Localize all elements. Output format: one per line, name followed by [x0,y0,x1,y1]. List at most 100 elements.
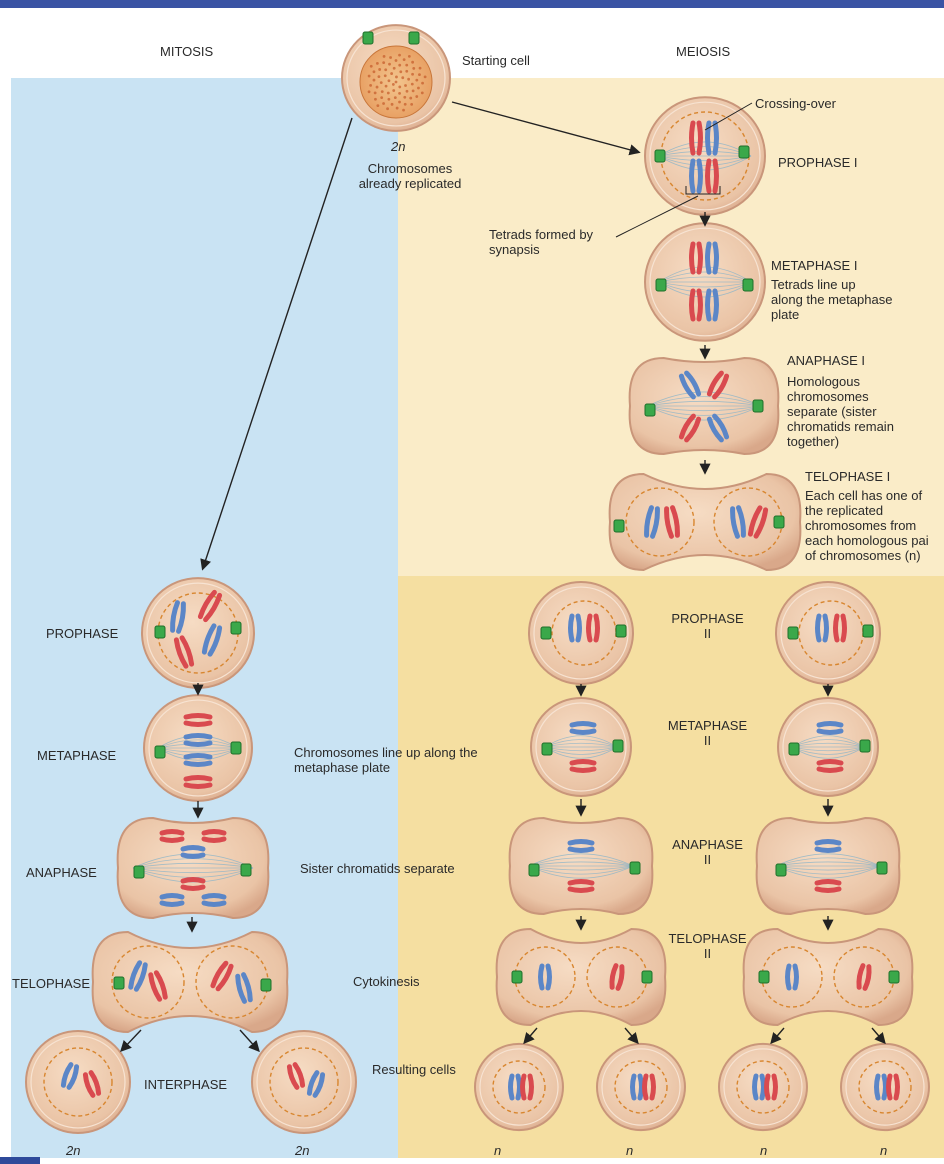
metaphase-ii-label: METAPHASE II [655,718,760,748]
anaphase-ii-label: ANAPHASE II [655,837,760,867]
mitosis-ploidy-right: 2n [295,1143,309,1158]
meiosis-ploidy-4: n [880,1143,887,1158]
crossing-over-label: Crossing-over [755,96,836,111]
metaphase-i-label: METAPHASE I [771,258,857,273]
metaphase-ii-centrosome-left-a [542,743,552,755]
mitosis-anaphase-centrosome-left [134,866,144,878]
anaphase-ii-centrosome-left-b [776,864,786,876]
metaphase-ii-cell-a [531,698,631,796]
mitosis-metaphase-centrosome-left [155,746,165,758]
meiosis-ploidy-2: n [626,1143,633,1158]
mitosis-daughter-cell-left [26,1031,130,1133]
mitosis-anaphase-cell [118,818,269,918]
starting-centrosome-left [363,32,373,44]
interphase-label: INTERPHASE [144,1077,227,1092]
metaphase-ii-centrosome-right-b [860,740,870,752]
arrow-telophase-ii-to-daughter-right-0 [625,1028,637,1042]
telophase-ii-centrosome-right-b [889,971,899,983]
anaphase-ii-centrosome-right-a [630,862,640,874]
telophase-i-centrosome-left [614,520,624,532]
prophase-ii-centrosome-left-b [788,627,798,639]
prophase-ii-cell-a [529,582,633,684]
meiosis-header: MEIOSIS [676,44,730,59]
telophase-ii-centrosome-left-b [759,971,769,983]
metaphase-ii-centrosome-left-b [789,743,799,755]
arrow-to-mitosis [203,118,352,568]
arrow-telophase-ii-to-daughter-left-0 [525,1028,537,1042]
telophase-ii-centrosome-right-a [642,971,652,983]
mitosis-telophase-centrosome-right [261,979,271,991]
telophase-ii-centrosome-left-a [512,971,522,983]
telophase-i-note: Each cell has one of the replicated chro… [805,488,929,563]
prophase-i-cell [645,97,765,215]
mitosis-telophase-label: TELOPHASE [12,976,90,991]
mitosis-anaphase-label: ANAPHASE [26,865,97,880]
mitosis-metaphase-note: Chromosomes line up along the metaphase … [294,745,478,775]
prophase-ii-cell-b [776,582,880,684]
mitosis-metaphase-label: METAPHASE [37,748,116,763]
mitosis-ploidy-left: 2n [66,1143,80,1158]
starting-centrosome-right [409,32,419,44]
mitosis-telophase-centrosome-left [114,977,124,989]
metaphase-i-centrosome-left [656,279,666,291]
mitosis-metaphase-cell [144,695,252,801]
starting-ploidy: 2n [391,139,405,154]
meiosis-daughter-cell-3 [719,1044,807,1130]
meiosis-daughter-cell-4 [841,1044,929,1130]
metaphase-i-note: Tetrads line up along the metaphase plat… [771,277,892,322]
mitosis-header: MITOSIS [160,44,213,59]
prophase-i-label: PROPHASE I [778,155,857,170]
anaphase-i-note: Homologous chromosomes separate (sister … [787,374,894,449]
arrow-telophase-to-daughter-right [240,1030,258,1050]
telophase-i-centrosome-right [774,516,784,528]
starting-cell [342,25,450,131]
mitosis-telophase-cell [93,932,288,1032]
arrow-telophase-ii-to-daughter-right-1 [872,1028,884,1042]
anaphase-ii-centrosome-right-b [877,862,887,874]
anaphase-ii-cell-b [757,818,900,914]
starting-cell-label: Starting cell [462,53,530,68]
mitosis-prophase-cell [142,578,254,688]
mitosis-prophase-centrosome-left [155,626,165,638]
telophase-ii-cell-a [497,929,666,1025]
cytokinesis-label: Cytokinesis [353,974,419,989]
prophase-i-centrosome-right [739,146,749,158]
prophase-ii-centrosome-right-b [863,625,873,637]
arrow-telophase-ii-to-daughter-left-1 [772,1028,784,1042]
anaphase-i-cell [630,358,779,454]
telophase-i-label: TELOPHASE I [805,469,890,484]
telophase-ii-cell-b [744,929,913,1025]
meiosis-ploidy-1: n [494,1143,501,1158]
anaphase-ii-cell-a [510,818,653,914]
prophase-ii-label: PROPHASE II [655,611,760,641]
metaphase-i-cell [645,223,765,341]
metaphase-i-centrosome-right [743,279,753,291]
telophase-ii-label: TELOPHASE II [655,931,760,961]
mitosis-prophase-label: PROPHASE [46,626,118,641]
arrow-to-meiosis [452,102,638,152]
mitosis-prophase-centrosome-right [231,622,241,634]
metaphase-ii-centrosome-right-a [613,740,623,752]
prophase-i-centrosome-left [655,150,665,162]
anaphase-i-centrosome-left [645,404,655,416]
anaphase-i-centrosome-right [753,400,763,412]
resulting-cells-label: Resulting cells [372,1062,456,1077]
meiosis-daughter-cell-2 [597,1044,685,1130]
mitosis-anaphase-note: Sister chromatids separate [300,861,455,876]
metaphase-ii-cell-b [778,698,878,796]
anaphase-ii-centrosome-left-a [529,864,539,876]
tetrads-label: Tetrads formed by synapsis [489,227,593,257]
telophase-i-cell [610,474,801,570]
meiosis-daughter-cell-1 [475,1044,563,1130]
starting-note: Chromosomes already replicated [350,161,470,191]
mitosis-metaphase-centrosome-right [231,742,241,754]
anaphase-i-label: ANAPHASE I [787,353,865,368]
arrow-telophase-to-daughter-left [122,1030,141,1050]
mitosis-daughter-cell-right [252,1031,356,1133]
prophase-ii-centrosome-right-a [616,625,626,637]
mitosis-anaphase-centrosome-right [241,864,251,876]
meiosis-ploidy-3: n [760,1143,767,1158]
prophase-ii-centrosome-left-a [541,627,551,639]
